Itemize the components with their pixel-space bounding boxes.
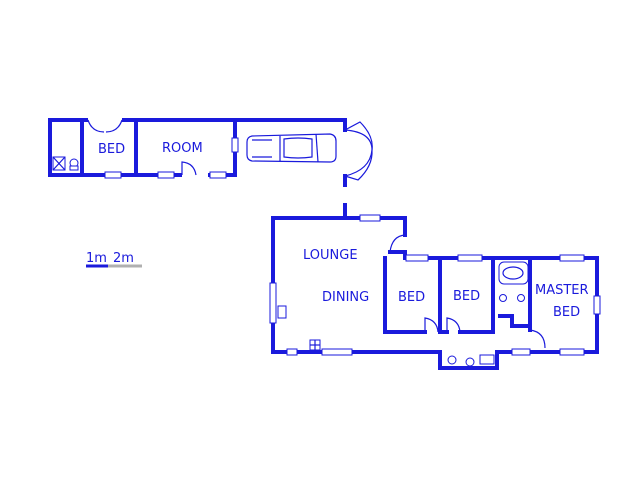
door-swing-bed-1 <box>87 119 105 133</box>
window-lounge-left <box>269 282 277 324</box>
shower-icon <box>479 354 495 365</box>
gate-swing-bottom <box>344 149 373 177</box>
basin-icon <box>499 294 507 302</box>
bed2-wall <box>458 256 495 334</box>
window-room <box>157 171 175 179</box>
label-bed-2: BED <box>453 289 480 304</box>
window-small-bottom <box>286 348 298 356</box>
window-master-top <box>559 254 585 262</box>
window-bed1-top <box>405 254 429 262</box>
door-swing-room <box>181 161 197 176</box>
bathtub-icon <box>498 261 529 285</box>
window-room-side <box>231 137 239 153</box>
scale-bar: 1m 2m <box>86 251 142 268</box>
toilet-icon-bath <box>517 294 525 302</box>
master-door-swing <box>529 329 546 349</box>
bath-protrusion <box>438 350 514 370</box>
window-master-side <box>593 295 601 315</box>
window-bed2-top <box>457 254 483 262</box>
outbuilding-outer-wall <box>48 118 237 177</box>
window-master-bottom <box>559 348 585 356</box>
window-lounge-top <box>359 214 381 222</box>
scale-label-2m: 2m <box>113 251 134 266</box>
outbuilding: BED ROOM <box>48 116 347 179</box>
window-room-2 <box>209 171 227 179</box>
shower-cross-2 <box>52 156 66 171</box>
sink-icon <box>277 305 287 319</box>
label-master-bed-line2: BED <box>553 305 580 320</box>
window-bath-bottom <box>511 348 531 356</box>
car-icon <box>246 133 337 163</box>
bathtub-inner <box>502 266 524 280</box>
label-bed-outbuilding: BED <box>98 142 125 157</box>
door-gap-bed <box>88 116 122 124</box>
bed2-door-swing <box>446 317 461 333</box>
toilet-cistern <box>69 165 79 171</box>
label-bed-1: BED <box>398 290 425 305</box>
door-swing-bed-2 <box>105 119 123 133</box>
main-house: LOUNGE DINING BED BED MASTER BED <box>269 214 601 370</box>
door-gap-room <box>182 171 208 179</box>
bed1-door-swing <box>424 317 439 333</box>
label-dining: DINING <box>322 290 369 305</box>
bed1-wall <box>383 256 427 334</box>
toilet-icon-2 <box>465 357 475 367</box>
window-bed <box>104 171 122 179</box>
label-room: ROOM <box>162 141 203 156</box>
window-dining-bottom <box>321 348 353 356</box>
carport <box>246 118 373 220</box>
gate-leaf-top <box>344 121 373 151</box>
gate-leaf-bottom <box>344 149 373 181</box>
bath-lower-wall <box>498 314 532 328</box>
lounge-door-swing <box>389 234 406 253</box>
label-lounge: LOUNGE <box>303 248 358 263</box>
basin-icon-2 <box>447 355 457 365</box>
label-master-bed-line1: MASTER <box>535 283 589 298</box>
scale-label-1m: 1m <box>86 251 107 266</box>
